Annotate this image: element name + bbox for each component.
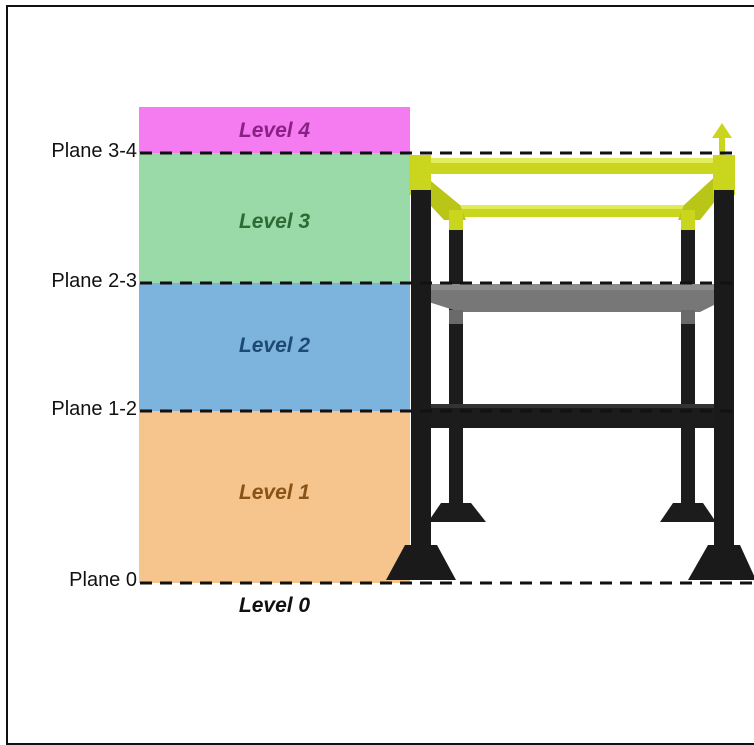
band-level-3: Level 3 [139,153,410,283]
rack-frame [386,123,754,580]
band-level-1: Level 1 [139,411,410,583]
plane-3-4-label: Plane 3-4 [51,140,137,162]
plane-2-3-label: Plane 2-3 [51,270,137,292]
band-level-4: Level 4 [139,107,410,153]
front-left-foot [386,545,456,580]
back-left-foot [428,503,486,522]
back-right-post [681,215,695,515]
back-left-post [449,215,463,515]
level-3-label: Level 3 [238,210,311,233]
rack-illustration [140,123,754,585]
plane-1-2-label: Plane 1-2 [51,398,137,420]
level-1-label: Level 1 [238,481,311,504]
level-2-label: Level 2 [238,334,311,357]
back-right-foot [660,503,716,522]
arrow-stem [719,138,725,158]
front-right-foot [688,545,754,580]
level-4-label: Level 4 [238,119,311,142]
band-level-2: Level 2 [139,283,410,411]
top-right-bracket [678,172,724,220]
middle-beam [411,285,734,312]
arrow-head [712,123,732,138]
plane-lines [140,151,754,585]
front-right-post [714,190,734,565]
diagram-canvas: Level 4 Level 3 Level 2 Level 1 Plane 3-… [6,5,754,745]
plane-0-label: Plane 0 [69,569,137,591]
front-left-post [411,190,431,565]
level-0-label: Level 0 [238,594,311,617]
